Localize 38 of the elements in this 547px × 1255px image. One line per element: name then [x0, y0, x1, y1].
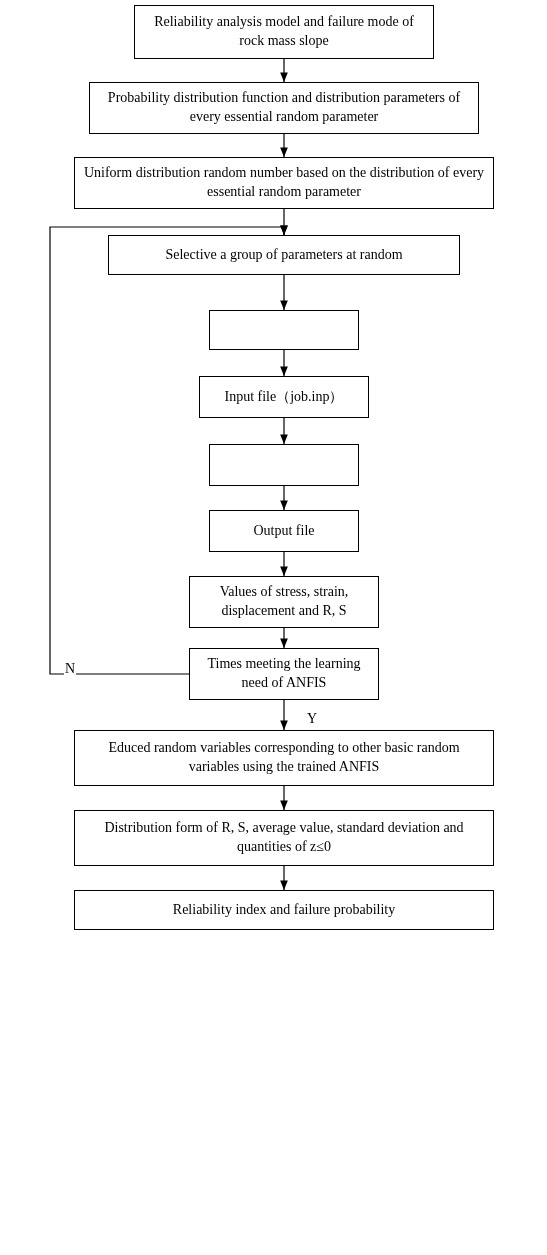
- process-box: [209, 310, 359, 350]
- arrow: [280, 485, 288, 511]
- arrow: [280, 551, 288, 577]
- process-box: [189, 648, 379, 700]
- box-text: Reliability analysis model and failure mode of rock mass slope: [153, 13, 415, 50]
- arrow: [280, 349, 288, 377]
- process-box: [209, 444, 359, 486]
- arrow: [280, 417, 288, 445]
- box-text: Selective a group of parameters at random: [165, 245, 403, 264]
- arrow: [49, 225, 288, 675]
- process-box: [189, 576, 379, 628]
- process-box: [108, 235, 460, 275]
- box-text: Input file（job.inp）: [224, 387, 344, 406]
- process-box: [209, 510, 359, 552]
- arrow: [280, 133, 288, 158]
- edge-label: N: [64, 662, 77, 676]
- arrow: [280, 865, 288, 891]
- box-text: Uniform distribution random number based on the distribution of every essential random parameter: [83, 164, 485, 201]
- box-text: Reliability index and failure probability: [172, 900, 396, 919]
- process-box: [89, 82, 479, 134]
- arrow: [280, 785, 288, 811]
- process-box: [134, 5, 434, 59]
- arrow: [280, 274, 288, 311]
- box-text: Distribution form of R, S, average value, standard deviation and quantities of z≤0: [103, 819, 465, 856]
- box-text: Probability distribution function and distribution parameters of every essential random parameter: [106, 89, 462, 126]
- process-box: [74, 730, 494, 786]
- process-box: [74, 890, 494, 930]
- process-box: [199, 376, 369, 418]
- box-text: Output file: [253, 521, 315, 540]
- arrow: [280, 699, 288, 731]
- edge-label: Y: [306, 712, 319, 726]
- box-text: Times meeting the learning need of ANFIS: [206, 655, 362, 692]
- process-box: [74, 810, 494, 866]
- arrow: [280, 58, 288, 83]
- process-box: [74, 157, 494, 209]
- arrow: [280, 627, 288, 649]
- box-text: Educed random variables corresponding to other basic random variables using the trained ANFIS: [107, 739, 461, 776]
- box-text: Values of stress, strain, displacement and R, S: [218, 583, 350, 620]
